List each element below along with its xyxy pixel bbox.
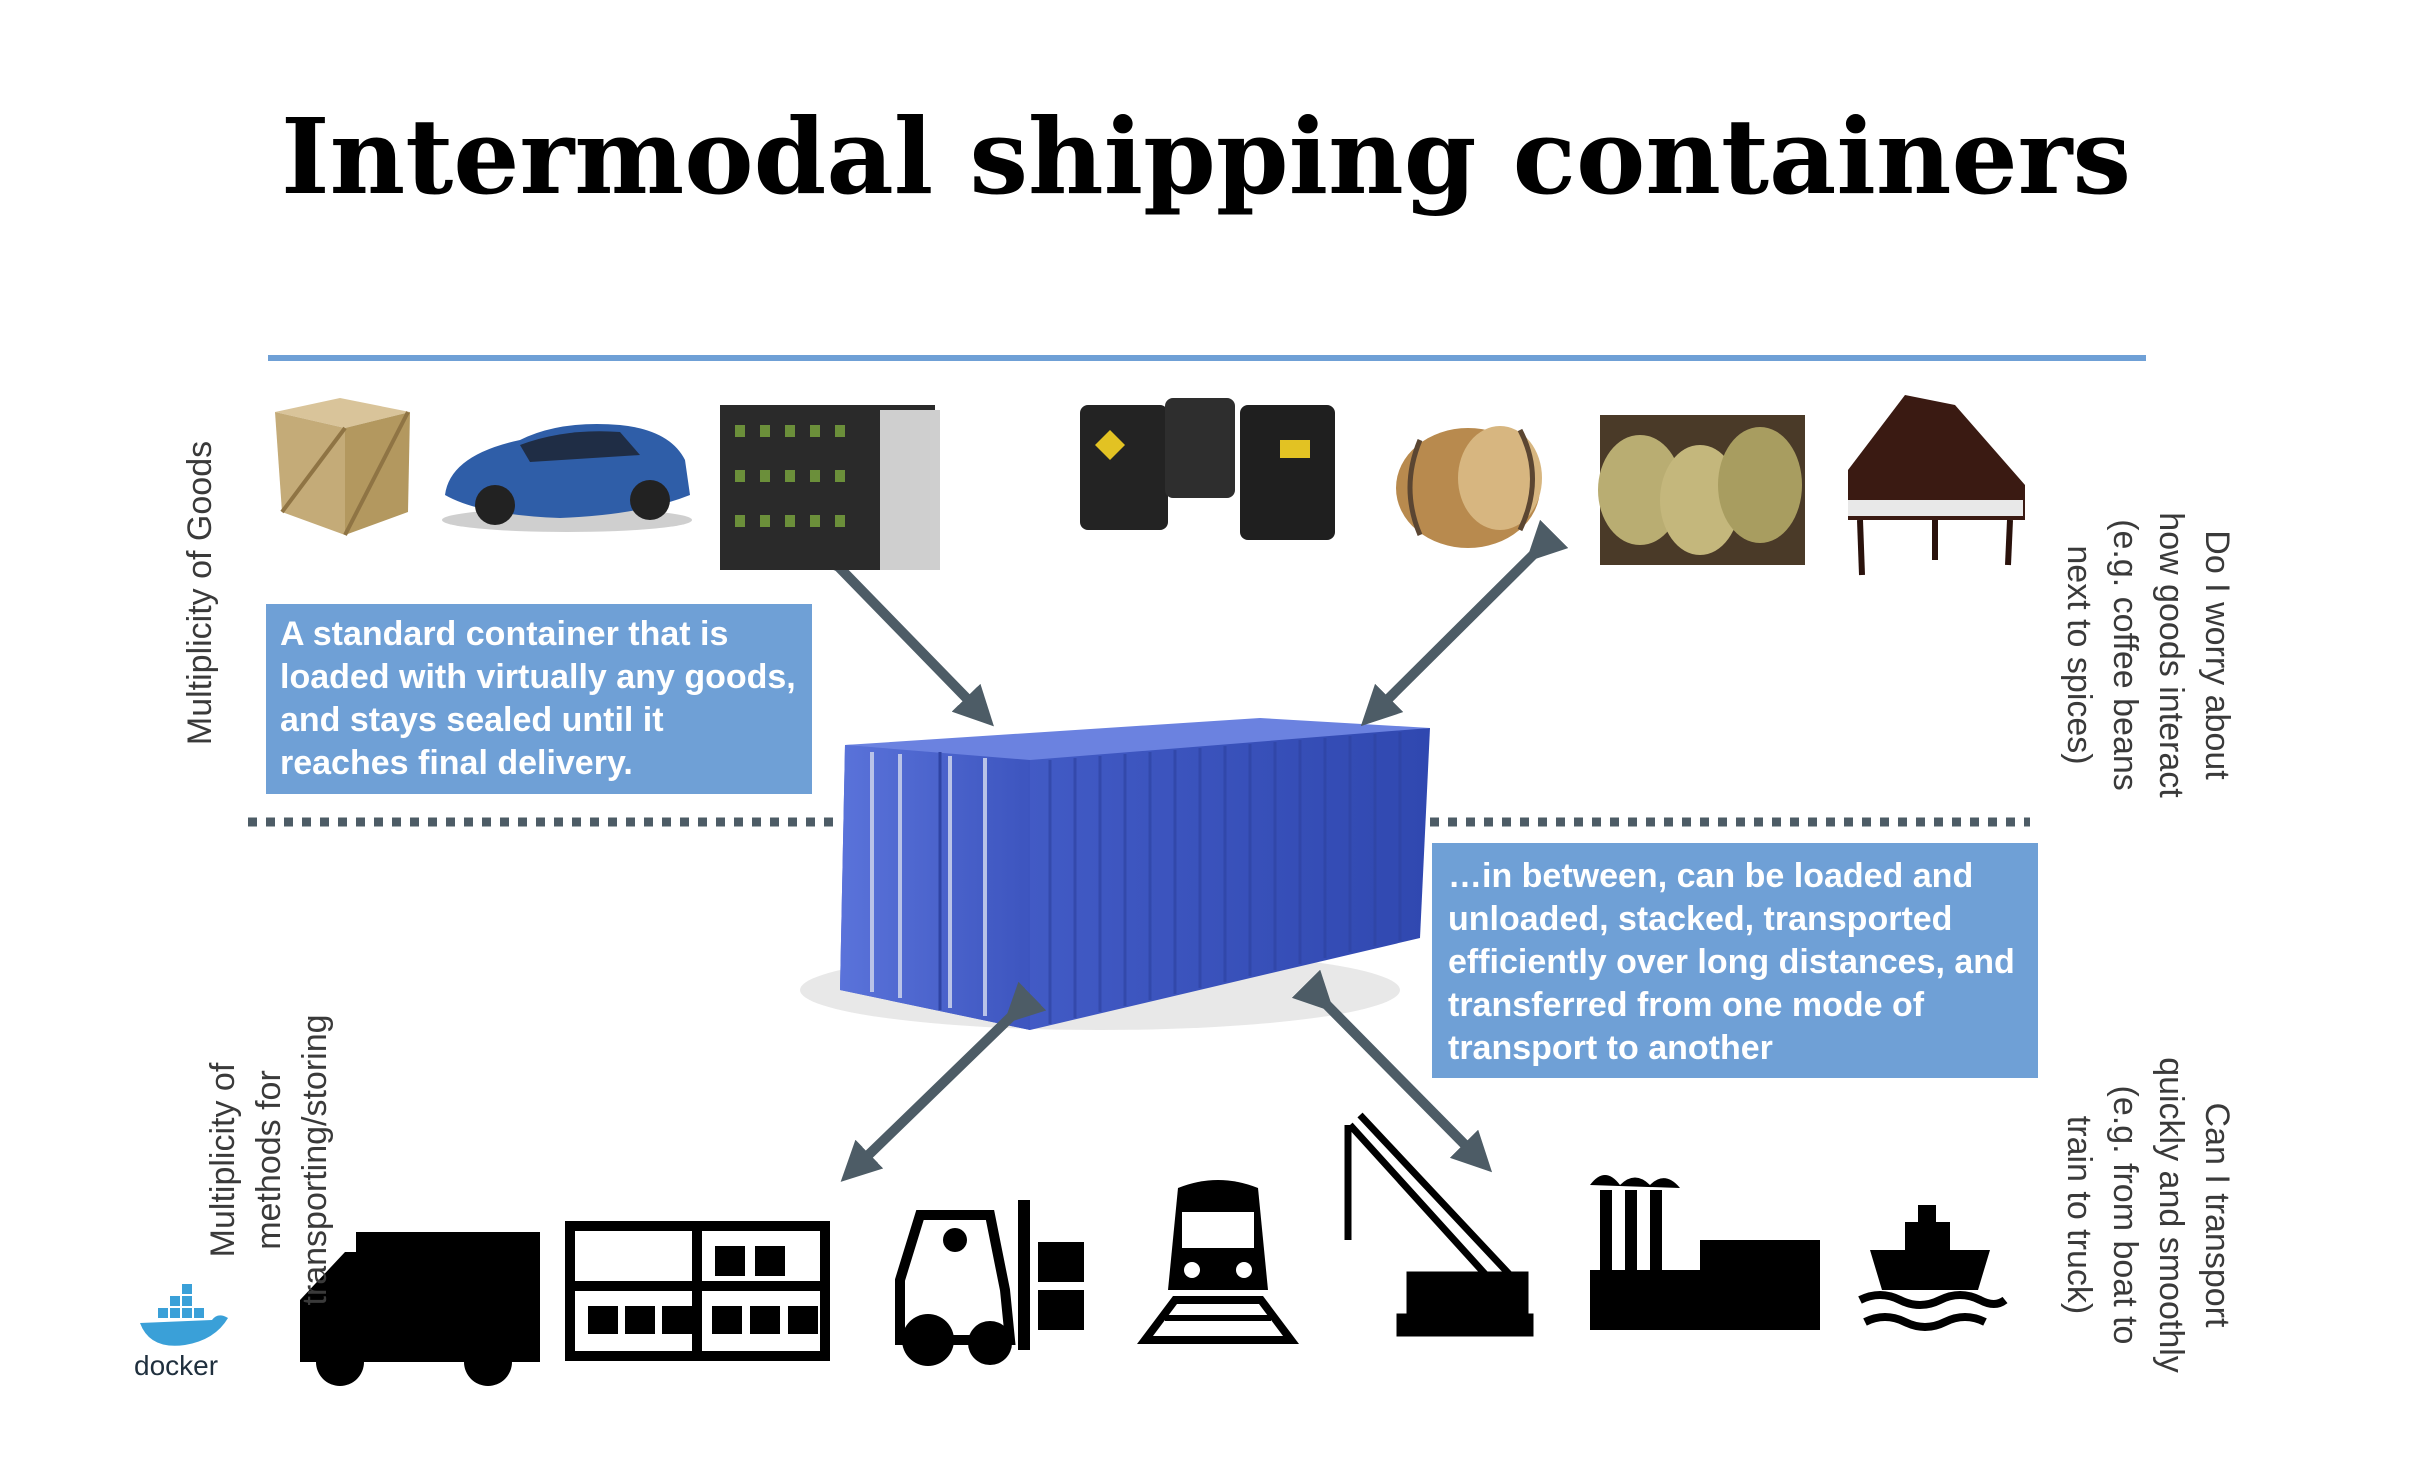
warehouse-shelves-icon — [565, 1221, 830, 1361]
arrows — [803, 519, 1569, 1182]
arrow-bottom-left — [840, 981, 1047, 1182]
arrow-top-right — [1360, 519, 1569, 727]
truck-icon — [300, 1232, 540, 1386]
description-box-left: A standard container that is loaded with… — [266, 604, 812, 794]
label-line: next to spices) — [2060, 545, 2098, 765]
label-line: (e.g. from boat to — [2106, 1085, 2144, 1345]
warehouse-boxes — [588, 1246, 818, 1334]
label-worry-goods-interact: Do I worry about how goods interact (e.g… — [2050, 490, 2240, 820]
label-line: methods for — [250, 1070, 288, 1250]
description-box-right: …in between, can be loaded and unloaded,… — [1432, 843, 2038, 1078]
docker-logo-icon — [140, 1284, 228, 1346]
label-transport-smoothly: Can I transport quickly and smoothly (e.… — [2050, 1050, 2240, 1380]
label-line: quickly and smoothly — [2152, 1057, 2190, 1373]
train-icon — [1137, 1180, 1299, 1344]
slide-title: Intermodal shipping containers — [280, 95, 2131, 218]
crate-icon — [275, 398, 410, 536]
label-line: (e.g. coffee beans — [2106, 519, 2144, 791]
sports-car-icon — [442, 424, 692, 532]
label-line: Can I transport — [2198, 1102, 2236, 1328]
wooden-barrel-icon — [1396, 426, 1542, 548]
grand-piano-icon — [1848, 395, 2025, 576]
label-line: train to truck) — [2060, 1115, 2098, 1315]
factory-icon — [1590, 1175, 1820, 1330]
docker-wordmark: docker — [134, 1350, 219, 1381]
label-line: transporting/storing — [296, 1014, 334, 1306]
label-line: how goods interact — [2152, 512, 2190, 798]
arrow-bottom-right — [1291, 969, 1493, 1173]
arrow-top-left — [803, 531, 994, 727]
forklift-icon — [895, 1200, 1084, 1366]
oil-barrels-icon — [1080, 398, 1335, 540]
label-multiplicity-of-goods: Multiplicity of Goods — [181, 440, 219, 746]
ship-icon — [1858, 1205, 2008, 1331]
label-line: Multiplicity of — [204, 1062, 242, 1258]
shipping-container-icon — [800, 718, 1430, 1030]
grain-sacks-icon — [1598, 415, 1805, 565]
server-rack-icon — [720, 405, 940, 570]
label-multiplicity-of-methods: Multiplicity of methods for transporting… — [200, 930, 340, 1390]
label-line: Do I worry about — [2198, 530, 2236, 780]
crane-icon — [1344, 1112, 1534, 1337]
